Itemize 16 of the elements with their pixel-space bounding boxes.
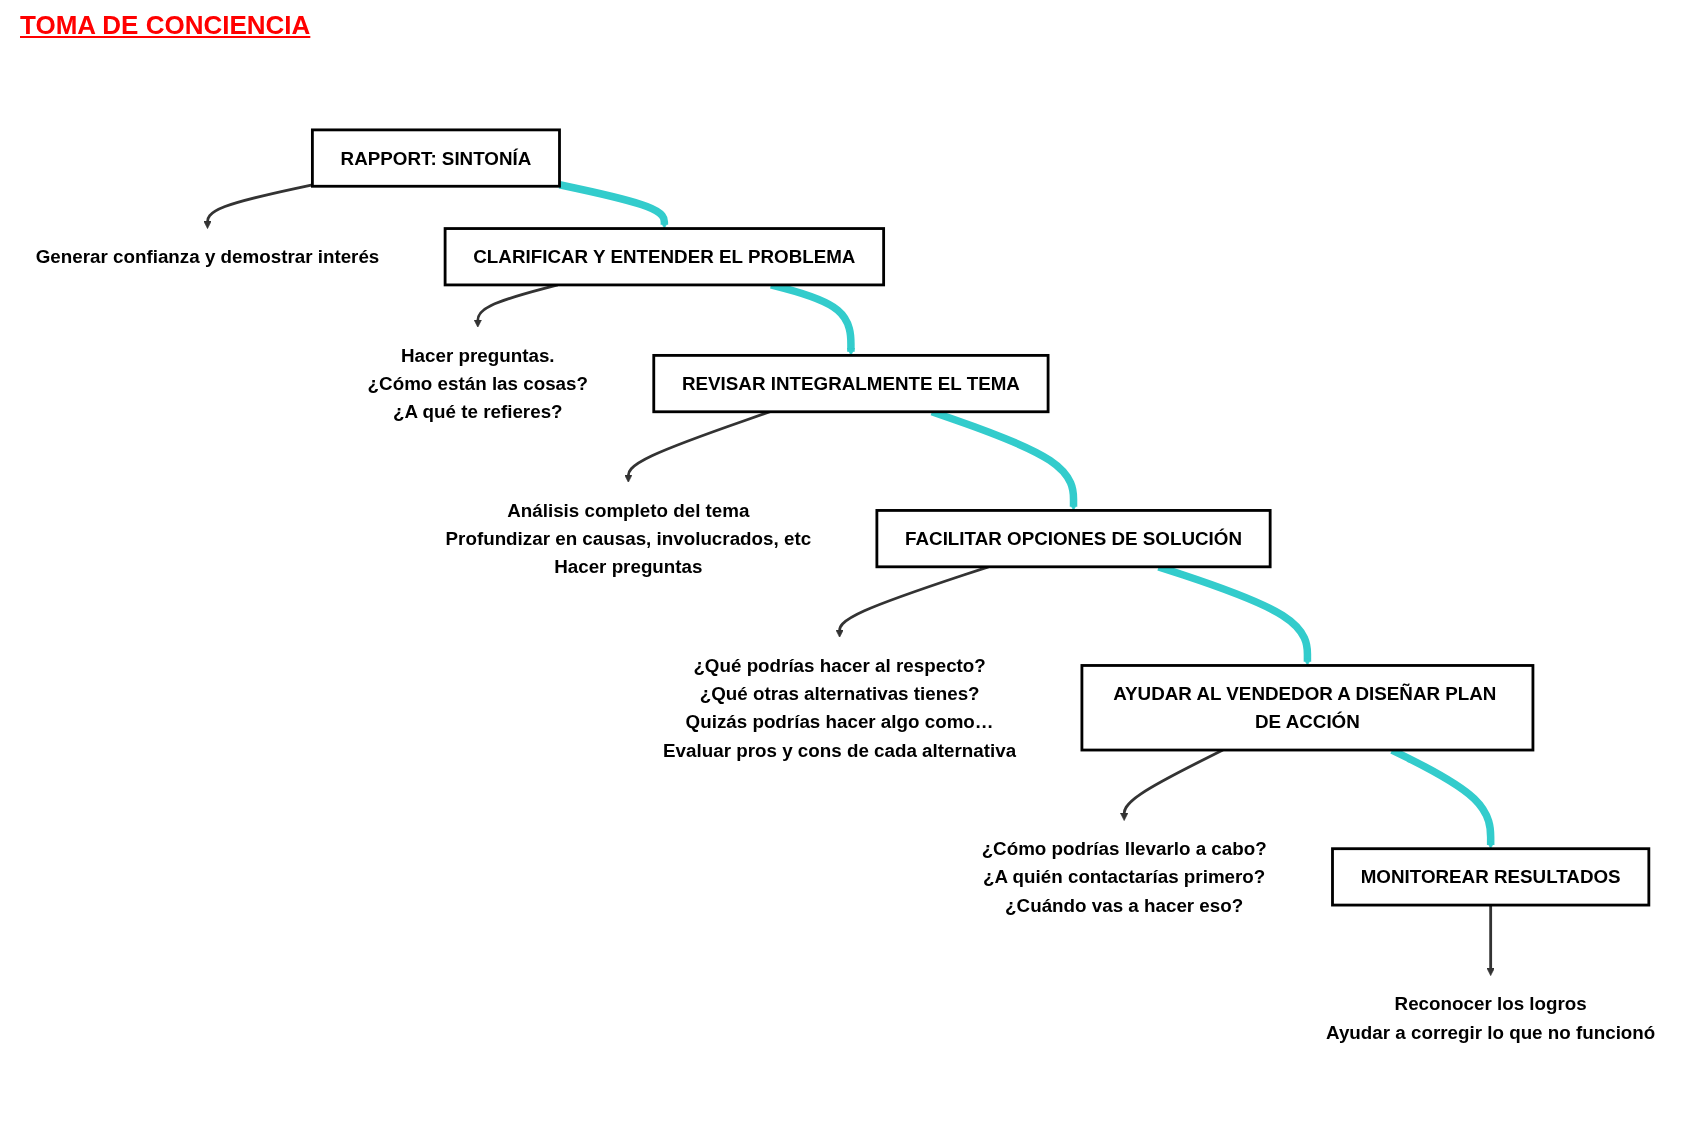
- node-box: AYUDAR AL VENDEDOR A DISEÑAR PLAN DE ACCIÓN: [1080, 664, 1535, 752]
- node-text: Reconocer los logros Ayudar a corregir lo que no funcionó: [1326, 993, 1656, 1043]
- node-text: Hacer preguntas. ¿Cómo están las cosas? ¿A qué te refieres?: [367, 345, 588, 423]
- node-text: ¿Qué podrías hacer al respecto? ¿Qué otras alternativas tienes? Quizás podrías hacer algo como… Evaluar pros y cons de cada alternativa: [663, 655, 1017, 761]
- arrow: [558, 181, 669, 229]
- node-text: Generar confianza y demostrar interés: [35, 246, 380, 268]
- node-box: RAPPORT: SINTONÍA: [310, 128, 561, 188]
- heading-label: TOMA DE CONCIENCIA: [20, 10, 311, 41]
- arrow: [1486, 905, 1495, 976]
- node-text: ¿Cómo podrías llevarlo a cabo? ¿A quién contactarías primero? ¿Cuándo vas a hacer eso?: [981, 838, 1267, 916]
- node-box: FACILITAR OPCIONES DE SOLUCIÓN: [875, 509, 1272, 569]
- node-box: REVISAR INTEGRALMENTE EL TEMA: [652, 353, 1050, 414]
- node-box: MONITOREAR RESULTADOS: [1331, 847, 1651, 907]
- node-box: CLARIFICAR Y ENTENDER EL PROBLEMA: [443, 227, 886, 287]
- arrow: [203, 183, 313, 229]
- node-text: Análisis completo del tema Profundizar en causas, involucrados, etc Hacer preguntas: [445, 500, 812, 578]
